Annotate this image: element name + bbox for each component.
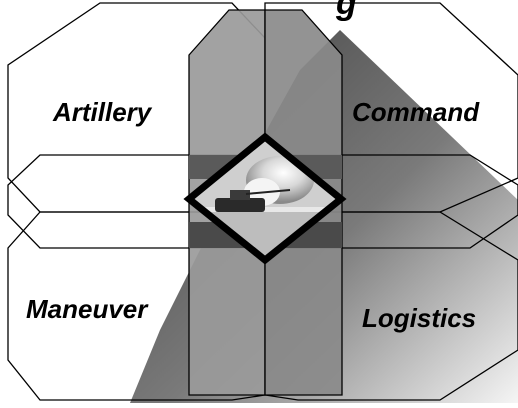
label-logistics: Logistics — [362, 303, 476, 333]
label-command: Command — [352, 97, 480, 127]
center-diamond-frame — [183, 132, 347, 265]
label-artillery: Artillery — [52, 97, 153, 127]
label-maneuver: Maneuver — [26, 294, 149, 324]
title-fragment: g — [335, 0, 357, 22]
octagon-middle — [7, 154, 518, 249]
